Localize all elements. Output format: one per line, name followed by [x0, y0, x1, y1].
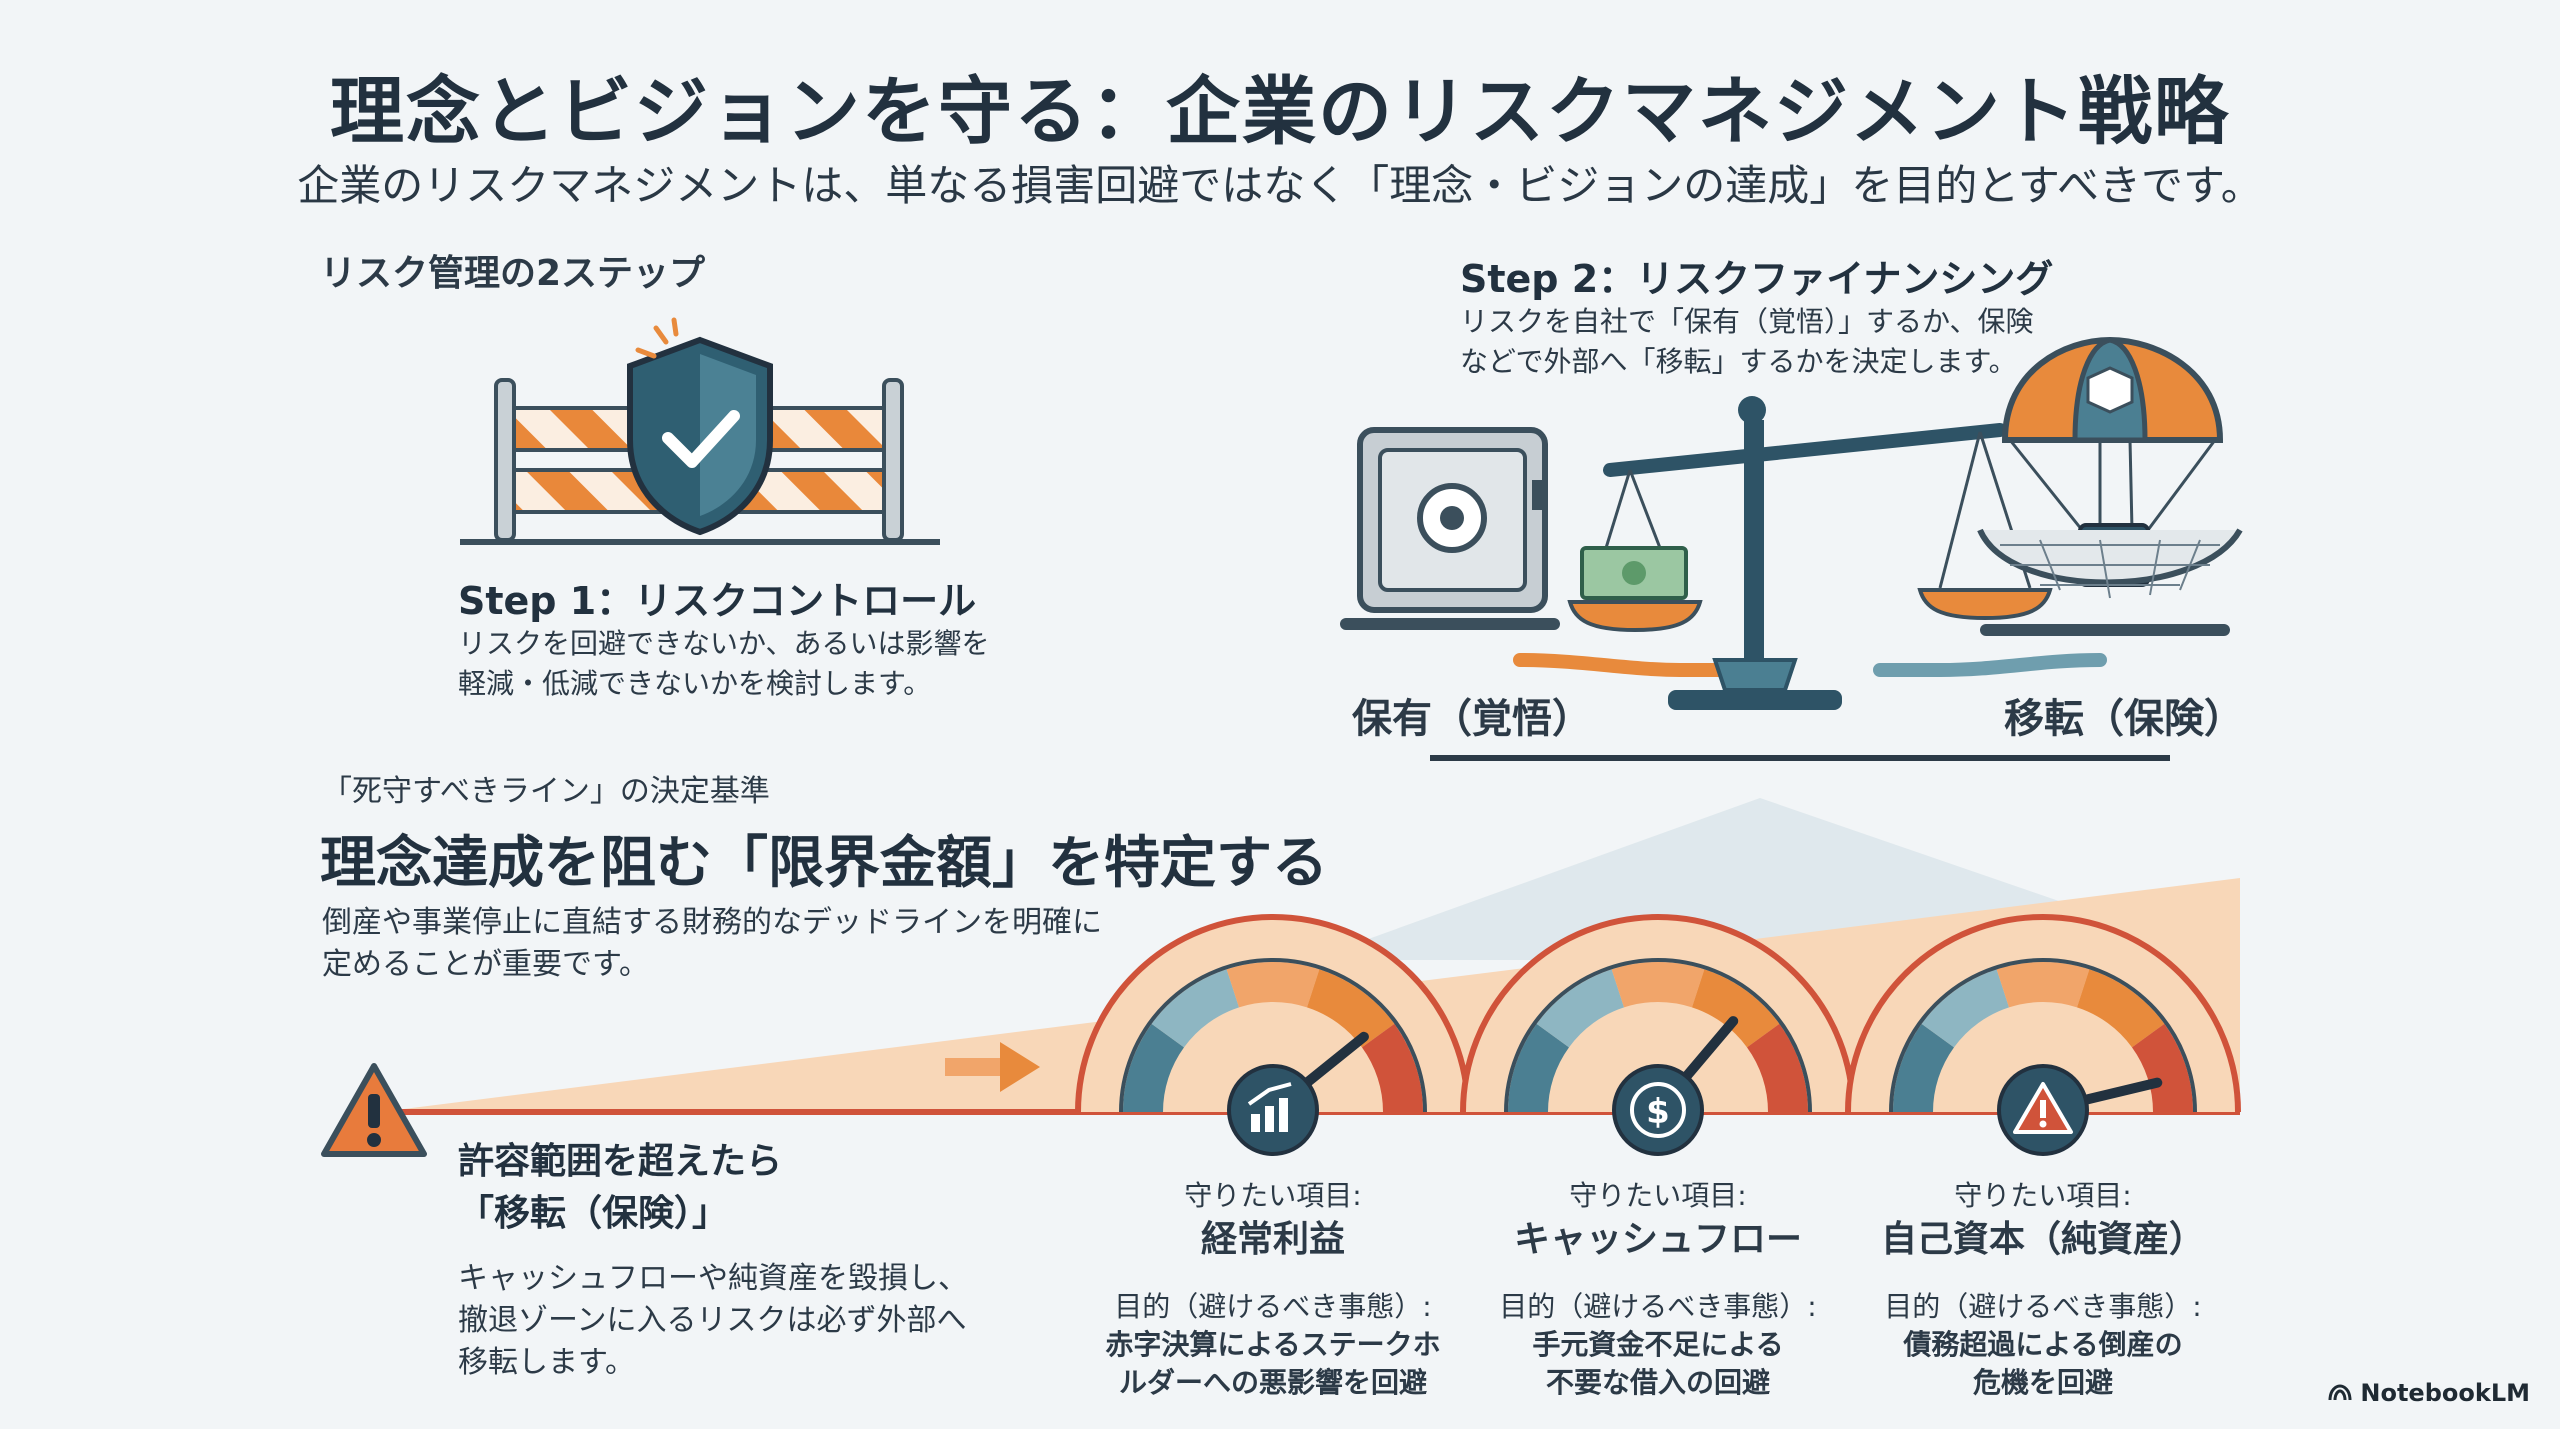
gauge-item-3: 自己資本（純資産）	[1880, 1219, 2205, 1260]
balance-scale-icon	[1567, 396, 2053, 710]
notebooklm-badge: NotebookLM	[2328, 1379, 2530, 1407]
gauge-segment	[1123, 1023, 1185, 1113]
trend-line	[1247, 1082, 1292, 1106]
two-steps-label: リスク管理の2ステップ	[320, 253, 706, 294]
parachute-icon	[1977, 336, 2243, 636]
gauge-segment	[1361, 1023, 1423, 1113]
warning-title-line1: 許容範囲を超えたら	[458, 1141, 783, 1182]
gauge-segment	[1691, 969, 1780, 1048]
transfer-label: 移転（保険）	[2004, 696, 2244, 742]
gauge-outline	[1889, 958, 2197, 1113]
dollar-glyph: $	[1646, 1092, 1670, 1132]
page-subtitle: 企業のリスクマネジメントは、単なる損害回避ではなく「理念・ビジョンの達成」を目的…	[297, 161, 2263, 210]
gauge-caption-2: 守りたい項目: キャッシュフロー 目的（避けるべき事態）: 手元資金不足による …	[1468, 1178, 1848, 1402]
barrier-shield-illustration	[460, 317, 940, 545]
gauge-outline	[1504, 958, 1812, 1113]
gauge-segment	[1306, 969, 1395, 1048]
notebooklm-logo-icon	[2328, 1384, 2352, 1401]
warning-title-line2: 「移転（保険）」	[458, 1193, 729, 1234]
step2-description: リスクを自社で「保有（覚悟）」するか、保険 などで外部へ「移転」するかを決定しま…	[1460, 305, 2034, 378]
deadline-description: 倒産や事業停止に直結する財務的なデッドラインを明確に 定めることが重要です。	[322, 905, 1102, 982]
warning-triangle-icon	[321, 1063, 427, 1157]
warning-description: キャッシュフローや純資産を毀損し、 撤退ゾーンに入るリスクは必ず外部へ 移転しま…	[458, 1261, 968, 1380]
gauge-1	[1119, 958, 1427, 1156]
gauge-segment	[1151, 969, 1240, 1048]
dollar-coin-icon	[1612, 1064, 1704, 1156]
bar	[1251, 1114, 1260, 1132]
gauge-3	[1889, 958, 2197, 1156]
risk-financing-illustration	[1340, 336, 2243, 761]
gauge-outline	[1119, 958, 1427, 1113]
deadline-heading: 理念達成を阻む「限界金額」を特定する	[320, 831, 1328, 896]
shield-check-icon	[627, 317, 773, 536]
gauge-frames	[1075, 914, 2241, 1113]
safe-icon	[1340, 427, 1560, 630]
gauge-2: $	[1504, 958, 1812, 1156]
retention-label: 保有（覚悟）	[1352, 696, 1592, 742]
page-title: 理念とビジョンを守る：企業のリスクマネジメント戦略	[330, 69, 2230, 155]
gauge-segment	[2076, 969, 2165, 1048]
gauge-caption-3: 守りたい項目: 自己資本（純資産） 目的（避けるべき事態）: 債務超過による倒産…	[1853, 1178, 2233, 1402]
gauge-segment	[1536, 969, 1625, 1048]
step2-title: Step 2：リスクファイナンシング	[1460, 257, 2054, 301]
gauge-segment	[1921, 969, 2010, 1048]
gauge-segment	[1893, 1023, 1955, 1113]
gauge-item-2: キャッシュフロー	[1513, 1219, 1802, 1260]
bar	[1265, 1106, 1274, 1132]
gauge-segment	[1508, 1023, 1570, 1113]
warning-block: 許容範囲を超えたら 「移転（保険）」 キャッシュフローや純資産を毀損し、 撤退ゾ…	[458, 1136, 968, 1384]
warn-bar	[2040, 1100, 2046, 1118]
bar	[1279, 1098, 1288, 1132]
gauge-segment	[1996, 962, 2090, 1008]
gauge-segment	[2131, 1023, 2193, 1113]
gauge-segment	[1226, 962, 1320, 1008]
gauge-segment	[1611, 962, 1705, 1008]
step1-title: Step 1：リスクコントロール	[458, 579, 977, 623]
gauge-segment	[1746, 1023, 1808, 1113]
coin-ring	[1630, 1082, 1686, 1138]
gauge-item-1: 経常利益	[1200, 1219, 1345, 1260]
gauge-caption-1: 守りたい項目: 経常利益 目的（避けるべき事態）: 赤字決算によるステークホ ル…	[1083, 1178, 1463, 1402]
step1-description: リスクを回避できないか、あるいは影響を 軽減・低減できないかを検討します。	[458, 627, 990, 700]
deadline-section-label: 「死守すべきライン」の決定基準	[322, 774, 770, 809]
warn-dot	[2039, 1120, 2047, 1128]
arrow-right-icon	[945, 1042, 1040, 1092]
